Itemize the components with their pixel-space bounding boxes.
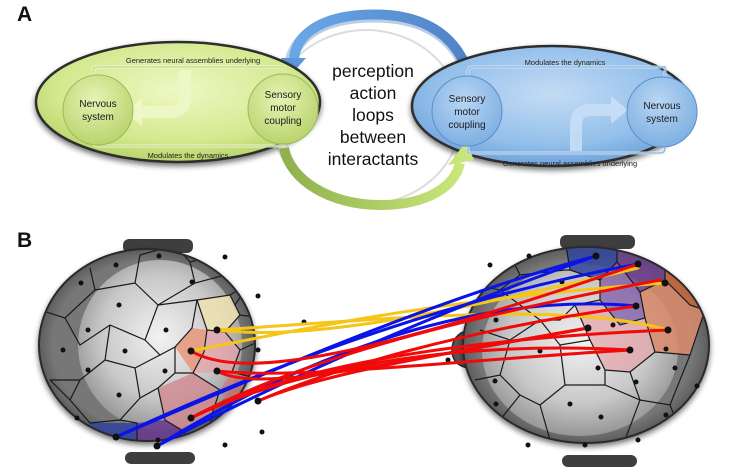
top-curved-arrow	[289, 9, 473, 74]
left-sensory-motor-label-1: Sensory	[265, 90, 302, 101]
link-endpoints	[112, 252, 672, 450]
left-sensory-motor-label-3: coupling	[264, 116, 301, 127]
right-head-back	[562, 455, 637, 467]
right-sensory-motor-label-3: coupling	[448, 120, 485, 131]
left-nervous-system-label-2: system	[82, 112, 114, 123]
right-sensory-motor-label-1: Sensory	[449, 94, 486, 105]
link-yellow-1	[215, 266, 640, 334]
left-inner-arrow-head	[125, 98, 142, 126]
left-region-pale-yellow	[197, 295, 240, 332]
left-electrodes	[60, 253, 307, 448]
left-sensory-motor-node	[247, 73, 319, 145]
left-head-back	[125, 452, 195, 464]
link-red-7	[256, 326, 590, 403]
left-top-edge-label: Generates neural assemblies underlying	[126, 56, 260, 65]
center-text-line-4: between	[340, 127, 406, 147]
left-nervous-system-label-1: Nervous	[79, 99, 116, 110]
right-sensory-motor-label-2: motor	[454, 107, 480, 118]
left-bottom-edge-label: Modulates the dynamics	[148, 151, 229, 160]
right-inner-arrow-head	[611, 96, 628, 124]
left-region-purple	[137, 420, 192, 440]
link-blue-2	[114, 262, 640, 439]
right-nervous-system-label-1: Nervous	[643, 101, 680, 112]
right-top-edge-label: Modulates the dynamics	[525, 58, 606, 67]
center-text-line-1: perception	[332, 61, 414, 81]
link-blue-4	[155, 254, 598, 448]
left-sensory-motor-label-2: motor	[270, 103, 296, 114]
panel-b	[38, 235, 710, 467]
link-red-1	[189, 262, 640, 365]
left-head	[38, 239, 307, 464]
right-nervous-system-label-2: system	[646, 114, 678, 125]
link-red-3	[215, 348, 632, 375]
panel-a: Nervous system Sensory motor coupling Ge…	[34, 9, 698, 211]
right-bottom-edge-label: Generates neural assemblies underlying	[503, 159, 637, 168]
right-sensory-motor-node	[431, 75, 503, 147]
bottom-curved-arrow	[279, 146, 465, 211]
left-nervous-system-node	[62, 74, 134, 146]
right-inner-bent-arrow	[570, 104, 612, 151]
link-red-5	[189, 346, 632, 420]
left-inner-bent-arrow	[140, 70, 191, 118]
inter-brain-links	[114, 254, 670, 448]
link-red-8	[189, 278, 662, 420]
panel-label-a: A	[17, 3, 33, 26]
link-yellow-3	[215, 312, 670, 332]
center-text-line-5: interactants	[328, 149, 419, 169]
right-region-orange-2	[640, 280, 705, 355]
link-yellow-2	[189, 281, 667, 353]
center-text-line-3: loops	[352, 105, 394, 125]
right-head-nose	[560, 235, 635, 249]
panel-label-b: B	[17, 229, 33, 252]
right-nervous-system-node	[626, 76, 698, 148]
center-text-line-2: action	[350, 83, 397, 103]
